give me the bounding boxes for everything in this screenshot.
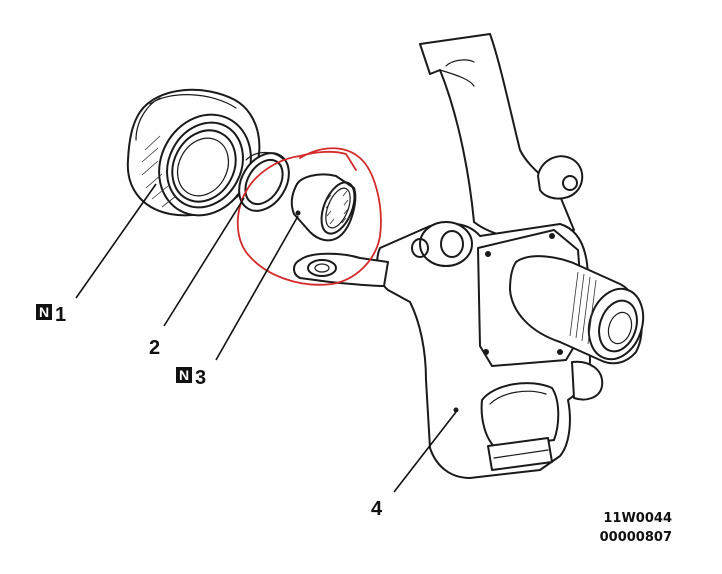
oil-seal-part-1	[126, 88, 261, 217]
figure-code: 11W0044	[603, 511, 672, 526]
leader-line-3	[215, 215, 299, 361]
badge-text-1: N	[39, 304, 49, 320]
leader-line-1	[75, 183, 157, 299]
leader-line-4	[393, 411, 457, 493]
new-part-badge-1	[36, 304, 52, 320]
part-number-4: 4	[371, 498, 383, 520]
ring-part-2	[238, 151, 290, 212]
callout-4: 4	[371, 498, 383, 520]
figure-id: 00000807	[600, 530, 672, 545]
part-number-3: 3	[195, 367, 206, 389]
callout-1: N 1	[36, 304, 66, 326]
needle-bearing-part-3	[290, 173, 357, 242]
part-number-2: 2	[149, 337, 160, 359]
callout-3: N 3	[176, 367, 206, 389]
highlight-circle	[236, 147, 382, 286]
steering-knuckle-part-4	[293, 33, 645, 479]
badge-text-3: N	[179, 367, 189, 383]
part-number-1: 1	[55, 304, 66, 326]
leader-line-2	[163, 197, 245, 327]
callout-2: 2	[149, 337, 160, 359]
new-part-badge-3	[176, 367, 192, 383]
